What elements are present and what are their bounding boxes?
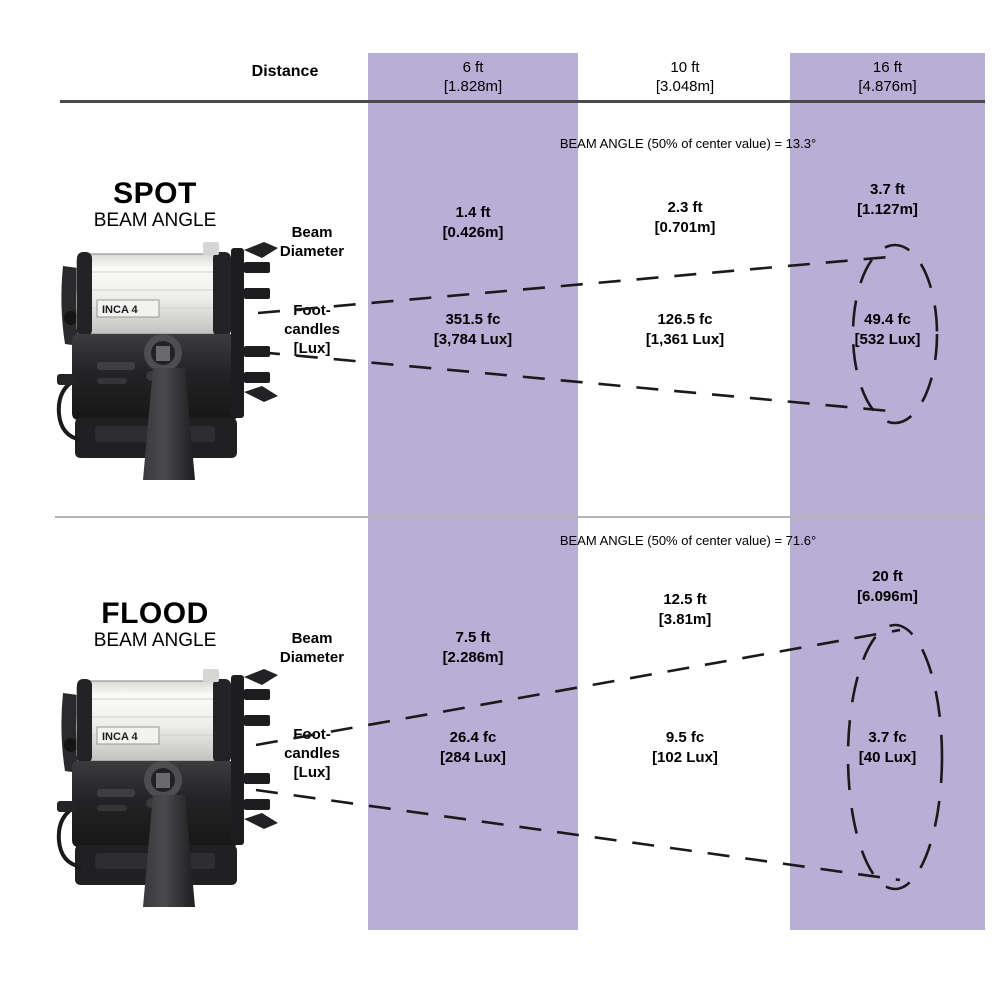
fixture-cable-connector (57, 374, 77, 385)
fixture-barrel-cap-left (77, 252, 92, 336)
fixture-yoke-knob (64, 738, 78, 752)
spot-beam-diameter-6ft: 1.4 ft [0.426m] (442, 204, 504, 241)
spot-beam-diameter-16ft: 3.7 ft [1.127m] (857, 181, 918, 218)
flood-footcandles-6ft: 26.4 fc [284 Lux] (440, 729, 506, 766)
fixture-model-label: INCA 4 (102, 731, 139, 743)
flood-beam-diameter-10ft: 12.5 ft [3.81m] (658, 591, 712, 628)
fixture-barndoor-bottom-flap (244, 386, 278, 402)
fixture-accessory-rail (231, 675, 244, 845)
fixture-top-vent (203, 242, 219, 255)
spot-section-title: SPOT BEAM ANGLE (40, 178, 270, 232)
fixture-tilt-knob-face (156, 346, 170, 361)
fixture-lens-barrel (77, 681, 229, 761)
fixture-stand-stem (143, 368, 195, 480)
distance-band-6ft (368, 53, 578, 930)
fixture-model-label: INCA 4 (102, 304, 139, 316)
fixture-vent-slot-2 (97, 378, 127, 384)
spot-title-main: SPOT (113, 177, 197, 210)
flood-beam-angle-note: BEAM ANGLE (50% of center value) = 71.6° (559, 533, 817, 548)
fixture-vent-slot-1 (97, 789, 135, 797)
fixture-nameplate (96, 726, 160, 745)
fixture-rear-yoke (61, 266, 79, 346)
fixture-rear-yoke (61, 693, 79, 773)
fixture-top-vent (203, 669, 219, 682)
section-divider-rule (55, 516, 985, 518)
fixture-barndoor-bottom-flap (244, 813, 278, 829)
fixture-barndoor-clips (244, 262, 270, 383)
fixture-barndoor-top-flap (244, 242, 278, 258)
header-rule (60, 100, 985, 103)
distance-column-2-header: 10 ft [3.048m] (655, 59, 715, 96)
spot-footcandles-16ft: 49.4 fc [532 Lux] (854, 311, 921, 348)
flood-title-sub: BEAM ANGLE (93, 629, 217, 651)
flood-section-title: FLOOD BEAM ANGLE (40, 598, 270, 652)
spot-footcandles-6ft: 351.5 fc [3,784 Lux] (433, 311, 513, 348)
distance-column-3-header: 16 ft [4.876m] (858, 59, 917, 96)
fixture-nameplate (96, 299, 160, 318)
fixture-barrel-cap-left (77, 679, 92, 763)
spot-beam-angle-note: BEAM ANGLE (50% of center value) = 13.3° (559, 136, 817, 151)
fixture-yoke-knob (64, 311, 78, 325)
flood-footcandles-10ft: 9.5 fc [102 Lux] (652, 729, 718, 766)
fixture-barrel-cap-right (213, 252, 231, 336)
flood-beam-diameter-6ft: 7.5 ft [2.286m] (442, 629, 504, 666)
fixture-vent-slot-1 (97, 362, 135, 370)
fixture-barndoor-top-flap (244, 669, 278, 685)
spot-beam-diameter-10ft: 2.3 ft [0.701m] (654, 199, 716, 236)
fixture-power-cable (56, 378, 82, 442)
fixture-stand-stem (143, 795, 195, 907)
fixture-cable-connector (57, 801, 77, 812)
fixture-vent-slot-2 (97, 805, 127, 811)
spot-footcandles-10ft: 126.5 fc [1,361 Lux] (645, 311, 725, 348)
distance-header-label: Distance (251, 63, 319, 80)
fixture-accessory-rail (231, 248, 244, 418)
flood-footcandles-16ft: 3.7 fc [40 Lux] (858, 729, 917, 766)
light-fixture-spot: INCA 4 (56, 242, 278, 480)
light-fixture-flood: INCA 4 (56, 669, 278, 907)
fixture-power-cable (56, 805, 82, 869)
fixture-barndoor-clips (244, 689, 270, 810)
flood-beam-diameter-16ft: 20 ft [6.096m] (857, 568, 918, 605)
fixture-barrel-cap-right (213, 679, 231, 763)
spot-title-sub: BEAM ANGLE (93, 209, 217, 231)
fixture-tilt-knob-face (156, 773, 170, 788)
fixture-lens-barrel (77, 254, 229, 334)
flood-title-main: FLOOD (101, 597, 209, 630)
distance-column-1-header: 6 ft [1.828m] (443, 59, 503, 96)
